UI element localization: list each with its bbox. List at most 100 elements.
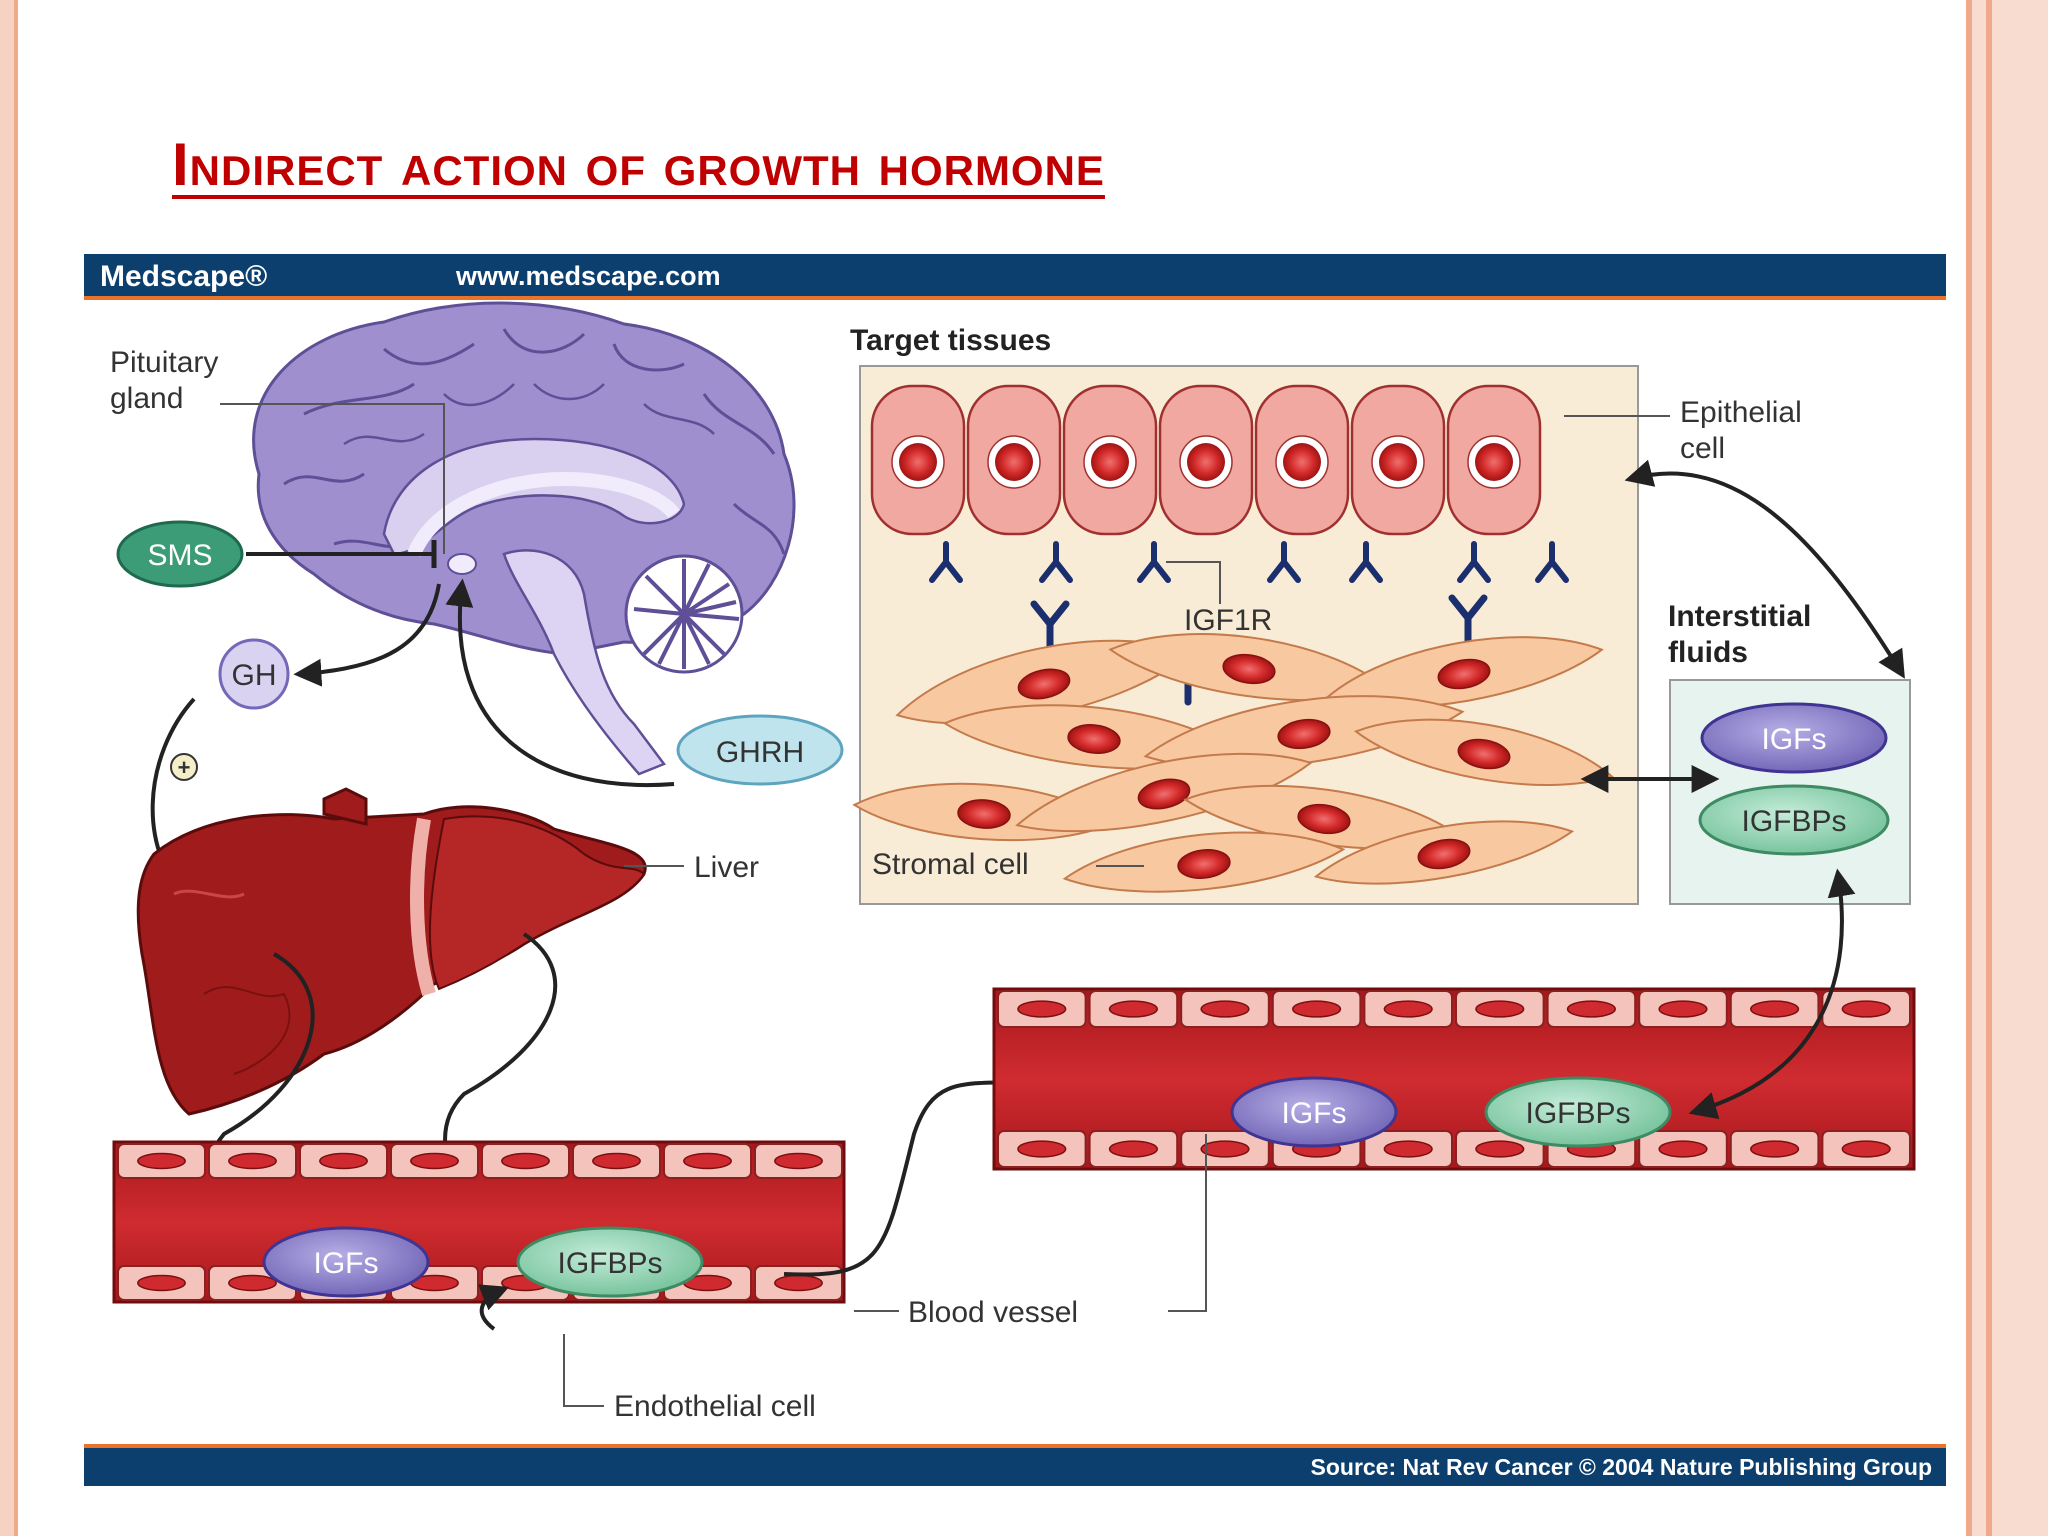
endothelial-nucleus <box>1750 1140 1800 1158</box>
igfs-right-label: IGFs <box>1282 1097 1347 1130</box>
target-tissues-label: Target tissues <box>850 324 1051 357</box>
igfs-left: IGFs <box>262 1226 430 1298</box>
stimulation-plus: + <box>178 755 191 780</box>
endothelial-nucleus <box>1841 1140 1891 1158</box>
endothelial-cell-label: Endothelial cell <box>614 1390 816 1423</box>
figure-header-banner: Medscape® www.medscape.com <box>84 254 1946 300</box>
gh-diagram: Medscape® www.medscape.com Source: Nat R… <box>84 254 1946 1486</box>
igfbps-left: IGFBPs <box>516 1226 704 1298</box>
igfbps-left-label: IGFBPs <box>557 1247 662 1280</box>
igf1r-receptor <box>1535 541 1569 583</box>
epithelial-nucleus <box>1379 443 1417 481</box>
sms-hormone: SMS <box>116 520 437 588</box>
igfs-right: IGFs <box>1230 1076 1398 1148</box>
igfbps-right-label: IGFBPs <box>1525 1097 1630 1130</box>
gh-release-arrow <box>293 583 441 687</box>
endothelial-nucleus <box>1017 1000 1067 1018</box>
endothelial-nucleus <box>1292 1000 1342 1018</box>
endothelial-nucleus <box>1750 1000 1800 1018</box>
epithelial-nucleus <box>995 443 1033 481</box>
medscape-logo: Medscape® <box>100 260 267 293</box>
pituitary-gland-label-line2: gland <box>110 382 183 415</box>
igf1r-receptor <box>1349 541 1383 583</box>
endothelial-nucleus <box>1383 1000 1433 1018</box>
gh-hormone: GH + <box>150 583 441 908</box>
endothelial-nucleus <box>1108 1000 1158 1018</box>
gh-label: GH <box>232 659 277 692</box>
liver-label: Liver <box>694 851 759 884</box>
ghrh-to-pituitary-arrow <box>445 578 675 787</box>
stromal-nucleus <box>1017 668 1071 700</box>
endothelial-nucleus <box>1200 1000 1250 1018</box>
endothelial-nucleus <box>1658 1140 1708 1158</box>
endothelial-nucleus <box>137 1152 186 1170</box>
endothelial-nucleus <box>1658 1000 1708 1018</box>
endothelial-nucleus <box>1566 1000 1616 1018</box>
igfs-left-label: IGFs <box>314 1247 379 1280</box>
blood-vessel-right <box>992 987 1916 1171</box>
epithelium-interstitial-arrow <box>1624 459 1905 679</box>
stromal-nucleus <box>1297 803 1351 835</box>
interstitial-fluids-label-line2: fluids <box>1668 636 1748 669</box>
endothelial-nucleus <box>137 1274 186 1292</box>
endothelial-nucleus <box>683 1152 732 1170</box>
stimulation-badge <box>170 753 198 781</box>
endothelial-nucleus <box>1383 1140 1433 1158</box>
endothelial-nucleus <box>319 1152 368 1170</box>
epithelial-nucleus <box>1187 443 1225 481</box>
pituitary-leader-line <box>220 403 445 554</box>
stromal-nucleus <box>1437 658 1491 690</box>
endothelial-leader-line <box>563 1334 604 1407</box>
igf1r-receptor <box>1457 541 1491 583</box>
igfs-interstitial-label: IGFs <box>1762 723 1827 756</box>
stromal-nucleus <box>1177 849 1231 879</box>
stromal-nucleus <box>1067 724 1121 754</box>
liver-illustration <box>136 787 647 1116</box>
endothelial-nucleus <box>501 1152 550 1170</box>
medscape-url: www.medscape.com <box>455 261 721 291</box>
endothelial-nucleus <box>774 1152 823 1170</box>
pituitary-gland-label-line1: Pituitary <box>110 346 218 379</box>
igfbps-right: IGFBPs <box>1484 1076 1672 1148</box>
blood-vessel-leader-right <box>1168 1134 1207 1312</box>
igf1r-receptor <box>929 541 963 583</box>
stromal-nucleus <box>957 799 1011 829</box>
epithelial-nucleus <box>1091 443 1129 481</box>
blood-vessel-left <box>112 1140 846 1304</box>
header-bar <box>84 254 1946 296</box>
header-accent-line <box>84 296 1946 300</box>
endothelial-nucleus <box>228 1274 277 1292</box>
endothelial-row-top-left <box>117 1143 843 1179</box>
epithelial-nucleus <box>899 443 937 481</box>
igfbps-interstitial: IGFBPs <box>1698 784 1890 856</box>
blood-vessel-label: Blood vessel <box>908 1296 1078 1329</box>
igf1r-receptor <box>1039 541 1073 583</box>
interstitial-fluids-label-line1: Interstitial <box>1668 600 1811 633</box>
endothelial-nucleus <box>1108 1140 1158 1158</box>
slide-right-border-line <box>1966 0 1972 1536</box>
slide-left-border-line <box>14 0 18 1536</box>
endothelial-nucleus <box>410 1152 459 1170</box>
stromal-cell-label: Stromal cell <box>872 848 1029 881</box>
figure-footer-banner: Source: Nat Rev Cancer © 2004 Nature Pub… <box>84 1444 1946 1486</box>
endothelial-nucleus <box>1475 1140 1525 1158</box>
epithelial-cell-label-line2: cell <box>1680 432 1725 465</box>
igf1r-label: IGF1R <box>1184 604 1272 637</box>
brain-illustration <box>252 301 796 776</box>
slide-left-border <box>0 0 14 1536</box>
source-credit: Source: Nat Rev Cancer © 2004 Nature Pub… <box>1311 1454 1933 1480</box>
endothelial-nucleus <box>592 1152 641 1170</box>
epithelial-cell-label-line1: Epithelial <box>1680 396 1802 429</box>
igfs-interstitial: IGFs <box>1700 702 1888 774</box>
endothelial-nucleus <box>228 1152 277 1170</box>
igf1r-receptor <box>1267 541 1301 583</box>
stromal-nucleus <box>1137 778 1191 810</box>
epithelial-cell-layer <box>870 384 1542 536</box>
interstitial-vessel-arrow <box>1688 868 1856 1120</box>
sms-label: SMS <box>147 539 212 572</box>
endothelial-nucleus <box>774 1274 823 1292</box>
endothelial-nucleus <box>1475 1000 1525 1018</box>
ghrh-label: GHRH <box>716 736 804 769</box>
footer-accent-line <box>84 1444 1946 1448</box>
epithelial-nucleus <box>1283 443 1321 481</box>
